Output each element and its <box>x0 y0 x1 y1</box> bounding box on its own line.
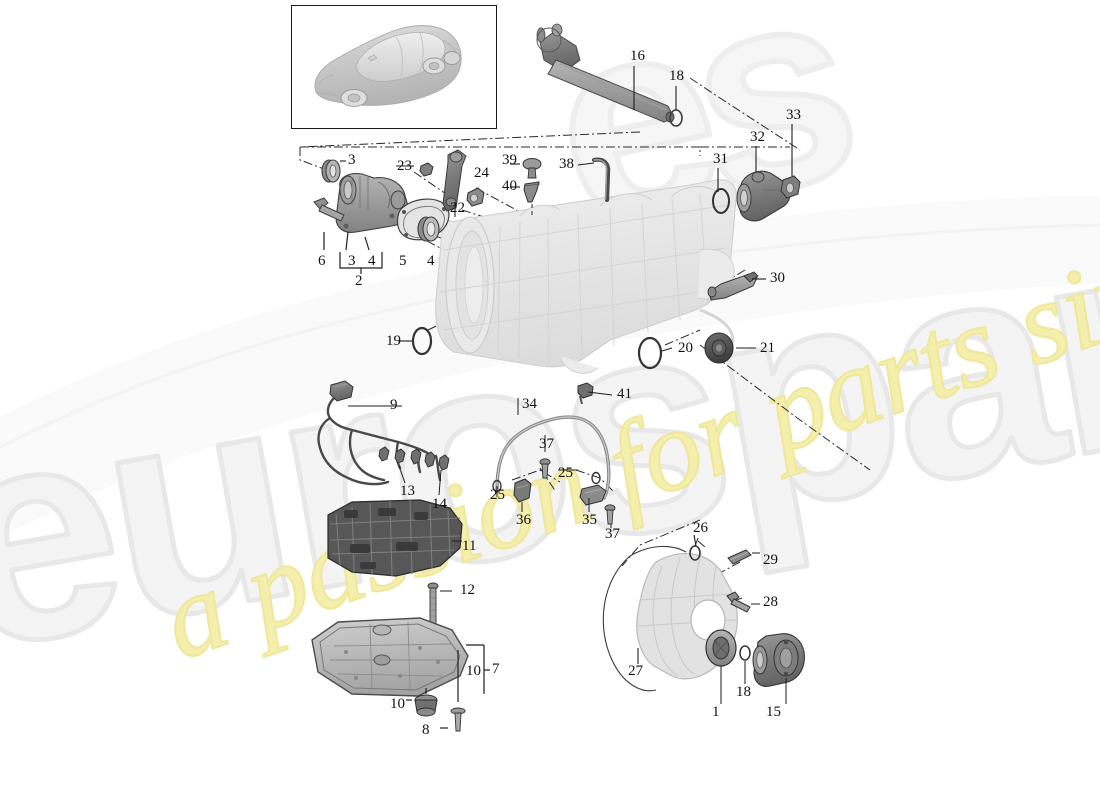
vehicle-thumbnail-box <box>291 5 497 129</box>
part-40-plug <box>523 181 541 203</box>
callout-39: 39 <box>502 152 517 168</box>
callout-37-b: 37 <box>605 526 620 542</box>
part-18-o-ring-top <box>669 109 683 127</box>
callout-4-a: 4 <box>368 253 376 269</box>
callout-8: 8 <box>422 722 430 738</box>
callout-20: 20 <box>678 340 693 356</box>
part-37-bolts <box>539 458 616 525</box>
callout-25-a: 25 <box>490 487 505 503</box>
callout-5: 5 <box>399 253 407 269</box>
bracket-2 <box>323 231 383 274</box>
callout-41: 41 <box>617 386 632 402</box>
callout-34: 34 <box>522 396 537 412</box>
callout-13: 13 <box>400 483 415 499</box>
part-11-valve-body <box>327 499 463 577</box>
part-10-drain-plug <box>414 694 438 717</box>
callout-6: 6 <box>318 253 326 269</box>
callout-37-a: 37 <box>539 436 554 452</box>
callout-29: 29 <box>763 552 778 568</box>
callout-3-lower: 3 <box>348 253 356 269</box>
callout-4-b: 4 <box>427 253 435 269</box>
callout-40: 40 <box>502 178 517 194</box>
callout-14: 14 <box>432 496 447 512</box>
callout-36: 36 <box>516 512 531 528</box>
callout-24: 24 <box>474 165 489 181</box>
part-6-bolt <box>313 197 345 222</box>
part-13-clip <box>378 446 406 464</box>
callout-3-upper: 3 <box>348 152 356 168</box>
leaders-bottom-right <box>694 537 787 704</box>
part-9-connector <box>329 380 354 402</box>
part-38-vent-tube <box>591 157 611 203</box>
callout-7: 7 <box>492 661 500 677</box>
bracket-7 <box>406 644 490 729</box>
part-27-bell-housing <box>602 545 738 692</box>
callout-31: 31 <box>713 151 728 167</box>
callout-19: 19 <box>386 333 401 349</box>
pipe-highlight <box>496 416 610 499</box>
leaders-13-14 <box>398 465 442 496</box>
part-23-nut <box>419 162 434 177</box>
part-28-bolt <box>726 591 751 613</box>
part-3-bearing-upper <box>321 159 341 183</box>
part-21-rubber-mount <box>704 332 734 364</box>
part-15-drive-flange <box>752 633 805 687</box>
callout-9: 9 <box>390 397 398 413</box>
part-7-oil-pan <box>311 617 469 697</box>
part-24-bushing <box>466 187 485 207</box>
car-icon <box>314 25 462 107</box>
part-39-breather <box>522 158 542 179</box>
callout-10-a: 10 <box>466 663 481 679</box>
part-19-o-ring <box>411 326 433 356</box>
part-41-nut <box>577 382 594 405</box>
callout-10-b: 10 <box>390 696 405 712</box>
callout-11: 11 <box>462 538 477 554</box>
part-8-pan-bolt <box>450 707 466 732</box>
callout-22: 22 <box>450 200 465 216</box>
callout-25-b: 25 <box>558 465 573 481</box>
part-36-bracket <box>513 478 532 503</box>
callout-26: 26 <box>693 520 708 536</box>
part-16-drive-shaft <box>536 23 675 123</box>
part-32-drive-flange <box>736 170 791 222</box>
part-14-clip <box>410 448 450 471</box>
callout-28: 28 <box>763 594 778 610</box>
part-9-wiring-harness <box>317 396 442 486</box>
part-12-bolt <box>427 582 439 627</box>
part-1-oil-seal <box>705 629 737 667</box>
callout-35: 35 <box>582 512 597 528</box>
part-22-selector-lever <box>442 149 467 212</box>
part-2-cover-assembly <box>313 159 450 242</box>
part-29-dowel-pin <box>727 549 752 565</box>
part-4-seal <box>417 216 440 242</box>
callout-18-b: 18 <box>736 684 751 700</box>
callout-33: 33 <box>786 107 801 123</box>
leader-41 <box>587 391 613 396</box>
part-34-oil-pipe <box>495 415 611 500</box>
transmission-housing-ghost <box>435 179 737 374</box>
callout-32: 32 <box>750 129 765 145</box>
callout-18-a: 18 <box>669 68 684 84</box>
part-33-clamp <box>780 175 801 199</box>
callout-1: 1 <box>712 704 720 720</box>
callout-12: 12 <box>460 582 475 598</box>
leaders-pipe <box>496 398 612 528</box>
callout-23: 23 <box>397 158 412 174</box>
part-31-o-ring <box>712 188 730 214</box>
callout-2: 2 <box>355 273 363 289</box>
callout-16: 16 <box>630 48 645 64</box>
part-35-bracket <box>579 484 607 506</box>
callout-27: 27 <box>628 663 643 679</box>
part-18-o-ring-bottom <box>739 645 751 661</box>
part-20-o-ring <box>637 336 663 370</box>
callout-30: 30 <box>770 270 785 286</box>
callout-15: 15 <box>766 704 781 720</box>
callout-21: 21 <box>760 340 775 356</box>
callout-38: 38 <box>559 156 574 172</box>
part-30-speed-sensor <box>707 271 759 301</box>
